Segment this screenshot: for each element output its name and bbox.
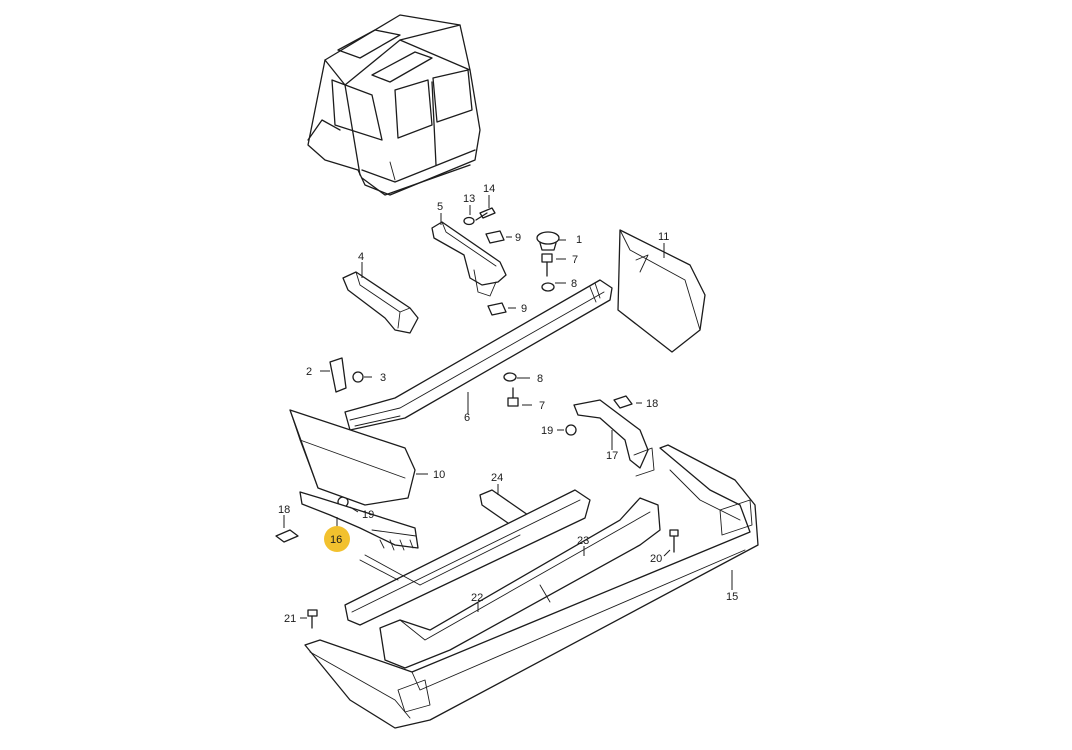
callout-10: 10: [433, 469, 445, 481]
callout-19-left: 19: [362, 509, 374, 521]
callout-22: 22: [471, 592, 483, 604]
callout-23: 23: [577, 535, 589, 547]
callout-21: 21: [284, 613, 296, 625]
callout-6: 6: [464, 412, 470, 424]
callout-7-upper: 7: [572, 254, 578, 266]
callout-11: 11: [658, 231, 669, 243]
callout-18-left: 18: [278, 504, 290, 516]
callout-16: 16: [330, 534, 342, 546]
part-11-cap: [617, 229, 706, 353]
callout-13: 13: [463, 193, 475, 205]
part-4-bracket: [342, 271, 419, 334]
part-10-cap: [289, 409, 416, 506]
part-22-23-cover: [379, 497, 661, 669]
callout-labels: 1 2 3 4 5 6 7 7 8 8 9 9 10 11 13 14 15 1…: [278, 183, 738, 625]
callout-4: 4: [358, 251, 364, 263]
highlight-marker: [324, 526, 350, 552]
callout-3: 3: [380, 372, 386, 384]
callout-24: 24: [491, 472, 503, 484]
van-illustration: [307, 14, 481, 196]
callout-2: 2: [306, 366, 312, 378]
part-17-bracket: [573, 399, 655, 477]
callout-20: 20: [650, 553, 662, 565]
callout-9-lower: 9: [521, 303, 527, 315]
leader-lines: [283, 195, 733, 619]
part-15-bumper: [304, 444, 759, 729]
callout-19-right: 19: [541, 425, 553, 437]
callout-8-lower: 8: [537, 373, 543, 385]
lower-reinforcement: [344, 489, 591, 626]
callout-14: 14: [483, 183, 495, 195]
callout-5: 5: [437, 201, 443, 213]
callout-1: 1: [576, 234, 582, 246]
callout-7-lower: 7: [539, 400, 545, 412]
callout-9-upper: 9: [515, 232, 521, 244]
callout-17: 17: [606, 450, 618, 462]
callout-15: 15: [726, 591, 738, 603]
part-6-beam: [344, 279, 613, 431]
part-5-bracket: [431, 221, 507, 297]
callout-8-upper: 8: [571, 278, 577, 290]
callout-18-right: 18: [646, 398, 658, 410]
